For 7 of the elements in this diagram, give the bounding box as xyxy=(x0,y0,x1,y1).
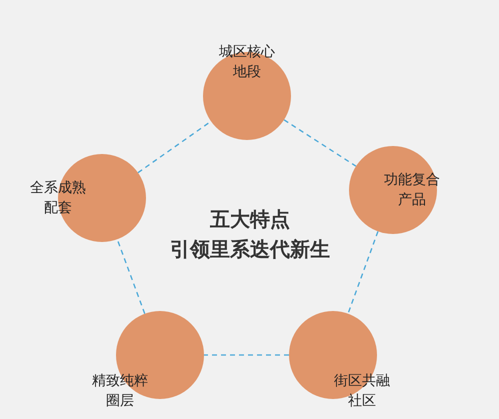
dashed-line xyxy=(347,231,379,314)
dashed-line xyxy=(116,239,146,314)
dashed-line xyxy=(138,120,212,174)
dashed-line xyxy=(284,119,356,167)
dashed-line xyxy=(204,354,289,356)
center-heading: 引领里系迭代新生 xyxy=(169,236,331,263)
center-heading: 五大特点 xyxy=(209,206,291,233)
